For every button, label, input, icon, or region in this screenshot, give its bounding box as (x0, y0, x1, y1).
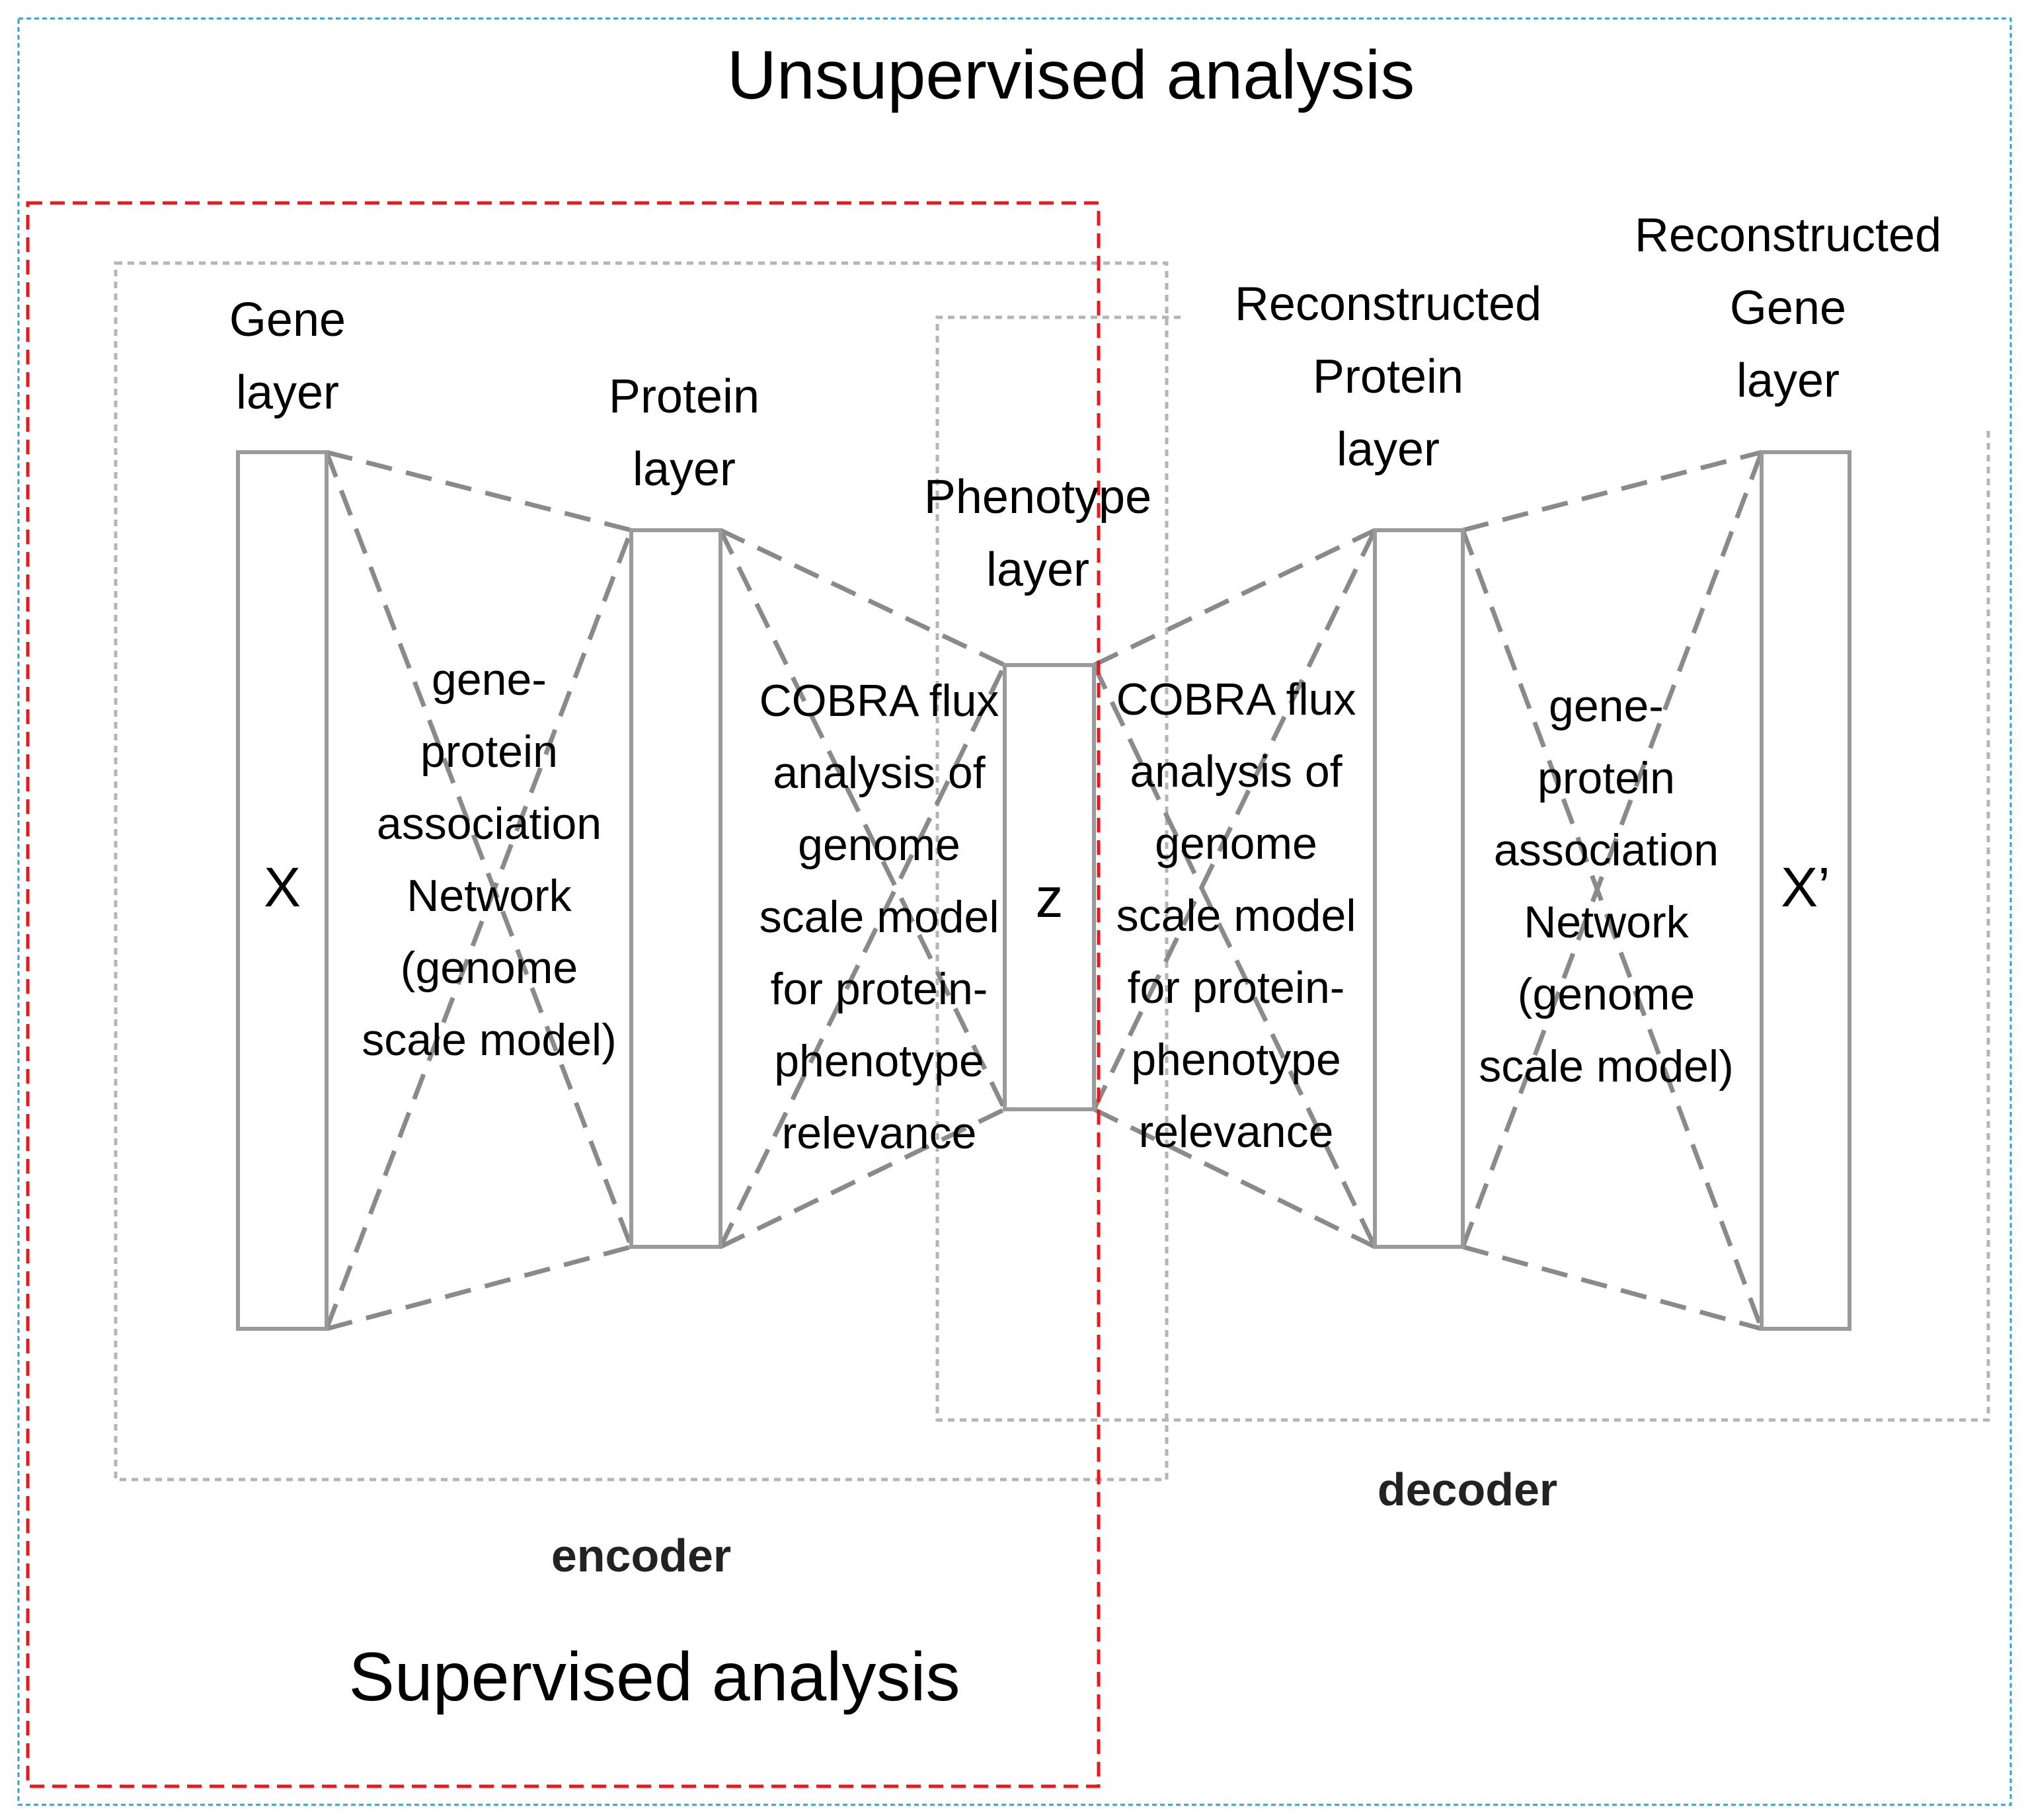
unsupervised-frame (17, 17, 2012, 1806)
encoder-label: encoder (551, 1530, 732, 1581)
gpr-network-label-left: gene- protein association Network (genom… (362, 654, 617, 1065)
decoder-frame (935, 315, 1990, 1422)
phenotype-layer-box (1003, 663, 1096, 1111)
protein-layer-label: Protein layer (608, 370, 760, 496)
protein-layer-box (629, 528, 722, 1249)
gene-layer-box (236, 450, 329, 1331)
reconstructed-x-prime-symbol: X’ (1781, 856, 1830, 918)
latent-z-symbol: z (1035, 867, 1064, 929)
cobra-flux-label-right: COBRA flux analysis of genome scale mode… (1116, 674, 1356, 1157)
supervised-title: Supervised analysis (348, 1639, 960, 1716)
reconstructed-protein-layer-label: Reconstructed Protein layer (1234, 278, 1542, 476)
cobra-flux-label-left: COBRA flux analysis of genome scale mode… (759, 676, 999, 1158)
unsupervised-title: Unsupervised analysis (726, 37, 1415, 114)
reconstructed-gene-layer-label: Reconstructed Gene layer (1634, 209, 1942, 407)
reconstructed-protein-layer-box (1373, 528, 1465, 1249)
input-x-symbol: X (263, 856, 301, 918)
decoder-label: decoder (1377, 1464, 1558, 1515)
encoder-frame (114, 261, 1169, 1482)
reconstructed-gene-layer-box (1760, 450, 1851, 1331)
phenotype-layer-label: Phenotype layer (923, 471, 1152, 596)
gpr-network-label-right: gene- protein association Network (genom… (1479, 681, 1734, 1091)
network-edges (324, 450, 1764, 1331)
layer-boxes (236, 450, 1851, 1331)
gene-layer-label: Gene layer (229, 294, 346, 419)
